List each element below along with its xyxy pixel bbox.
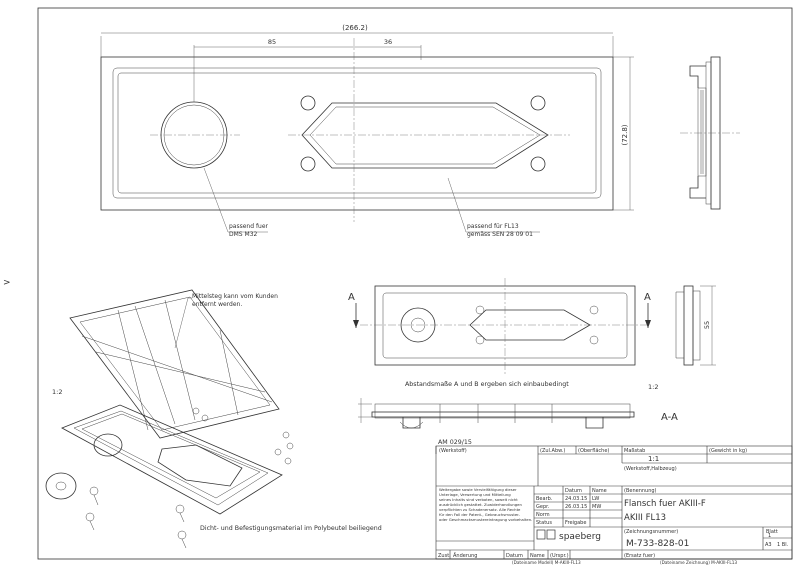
dim-side-height: 55 [703, 321, 711, 329]
drawing-frame [37, 7, 793, 560]
tb-row-gepr: Gepr. [536, 504, 550, 510]
screws [85, 407, 294, 549]
tb-gepr-date: 26.03.15 [565, 504, 587, 510]
tb-copyright-5: verpflichten zu Schadenersatz. Alle Rech… [439, 507, 521, 512]
leader-lines-top [203, 167, 540, 233]
tb-drawing-no: M-733-828-01 [626, 539, 689, 549]
tb-name-header: Name [592, 488, 607, 494]
note-bag: Dicht- und Befestigungsmaterial im Polyb… [200, 525, 382, 532]
tb-gepr-name: MW [592, 504, 601, 510]
tb-bearb-name: LW [592, 496, 599, 502]
tb-sheet-header: Blatt [766, 529, 778, 535]
section-label-left: A [348, 292, 355, 303]
side-profile-view [680, 56, 740, 210]
note-cable-gland-1: passend fuer [229, 223, 269, 230]
tb-semi-header: (Werkstoff,Halbzeug) [624, 466, 677, 472]
tb-weight-header: (Gewicht in kg) [709, 448, 747, 454]
tb-col-date: Datum [506, 553, 523, 559]
tb-col-replace: (Ersatz fuer) [624, 553, 655, 559]
tb-sheet-count: 1 Bl. [777, 542, 789, 548]
tb-tolerance-header: (Zul.Abw.) [540, 448, 565, 454]
tb-row-status: Status [536, 520, 552, 526]
tb-surface-header: (Oberfläche) [578, 448, 609, 454]
dimension-lines-top [100, 32, 634, 211]
tb-col-origin: (Urspr.) [550, 553, 569, 559]
note-cutout-2: gemäss SEN 28 09 01 [467, 231, 533, 238]
scale-label-right: 1:2 [648, 383, 658, 391]
tb-copyright-4: ausdrücklich gestattet. Zuwiderhandlunge… [439, 502, 523, 507]
tb-col-zust: Zust. [438, 553, 451, 559]
front-view-top [100, 38, 614, 222]
dim-distance-b: 36 [384, 38, 392, 46]
tb-row-bearb: Bearb. [536, 496, 553, 502]
tb-sheet: 1 [768, 533, 771, 539]
tb-ref: AM 029/15 [438, 439, 472, 446]
note-spacing: Abstandsmaße A und B ergeben sich einbau… [405, 381, 569, 388]
tb-copyright-2: Unterlage, Verwertung und Mitteilung [439, 492, 511, 497]
tb-scale-header: Maßstab [624, 448, 645, 454]
tb-col-change: Änderung [453, 552, 477, 559]
tb-copyright-6: für den Fall der Patent-, Gebrauchsmuste… [439, 512, 520, 517]
tb-designation-header: (Benennung) [624, 488, 657, 494]
section-title: A-A [661, 412, 678, 423]
company-name: spaeberg [559, 532, 601, 542]
dim-distance-a: 85 [268, 38, 276, 46]
tb-material-header: (Werkstoff) [439, 448, 467, 454]
front-view-mid [360, 278, 650, 375]
tb-copyright-1: Weitergabe sowie Vervielfältigung dieser [439, 487, 517, 492]
tb-status: Freigabe [565, 520, 586, 526]
tb-format: A3 [765, 542, 772, 548]
note-webs-2: entfernt werden. [192, 301, 242, 308]
note-cable-gland-2: DMS M32 [229, 231, 258, 238]
tb-scale: 1:1 [648, 455, 659, 463]
tb-designation-1: Flansch fuer AKIII-F [624, 499, 706, 509]
tb-copyright-3: seines Inhalts sind verboten, soweit nic… [439, 497, 518, 502]
side-view-mid [675, 285, 716, 366]
section-markers [353, 303, 651, 328]
footer-drawing-file: (Dateiname Zeichnung) M-AKIII-FL13 [660, 560, 737, 565]
tb-row-norm: Norm [536, 512, 550, 518]
section-a-a-view [358, 398, 635, 429]
tb-drawing-no-header: (Zeichnungsnummer) [624, 529, 678, 535]
tb-designation-2: AKIII FL13 [624, 513, 666, 523]
isometric-exploded-view [45, 289, 294, 549]
company-logo: spaeberg [536, 529, 601, 542]
tb-col-name: Name [530, 553, 545, 559]
tb-bearb-date: 24.03.15 [565, 496, 587, 502]
note-cutout-1: passend für FL13 [467, 223, 519, 230]
tb-date-header: Datum [565, 488, 582, 494]
dim-overall-width: (266.2) [342, 24, 368, 32]
dim-overall-height: (72.8) [621, 124, 629, 145]
side-mark: > [3, 278, 11, 288]
tb-copyright-7: oder Geschmacksmustereintragung vorbehal… [439, 517, 532, 522]
section-label-right: A [644, 292, 651, 303]
tb-copyright: Weitergabe sowie Vervielfältigung dieser… [439, 487, 532, 522]
scale-label-left: 1:2 [52, 388, 62, 396]
title-block [435, 445, 793, 560]
footer-model-file: (Dateiname Modell) M-AKIII-FL13 [512, 560, 581, 565]
note-webs-1: Mittelsteg kann vom Kunden [192, 293, 278, 300]
